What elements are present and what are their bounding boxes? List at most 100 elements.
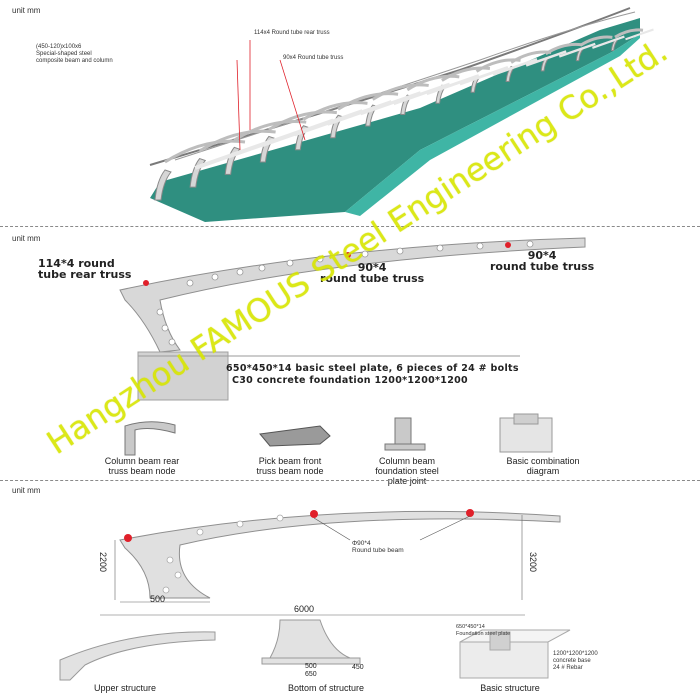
canopy-crossbar — [525, 50, 567, 67]
label-concrete-base: 1200*1200*1200 concrete base 24 # Rebar — [553, 651, 598, 672]
node-3-right — [466, 509, 474, 517]
canopy-truss — [164, 139, 246, 164]
upper-structure-icon — [59, 631, 216, 681]
label-mid-truss-line2: round tube truss — [320, 272, 425, 285]
detail-caption-2-line2: truss beam node — [256, 466, 324, 476]
detail-icon-2 — [259, 425, 331, 447]
canopy-truss — [579, 35, 613, 47]
label-basic-plate: 650*450*14 — [456, 624, 485, 630]
caption-bottom-structure: Bottom of structure — [287, 683, 365, 693]
canopy-truss — [268, 110, 338, 131]
arm-elevation — [119, 510, 561, 599]
label-concrete-line1: 1200*1200*1200 — [553, 651, 598, 657]
dim-height-left: 2200 — [98, 552, 108, 573]
label-beam-line-2: Special-shaped steel — [36, 51, 92, 57]
detail-caption-2: Pick beam front truss beam node — [240, 456, 340, 476]
label-right-truss-line1: 90*4 — [527, 249, 557, 262]
canopy-truss — [302, 101, 368, 121]
canopy-arm — [119, 237, 586, 353]
leader-line-3 — [279, 59, 306, 141]
label-right-truss: 90*4 round tube truss — [490, 250, 594, 272]
label-tube-beam-line2: Round tube beam — [352, 547, 404, 554]
detail-caption-1-line1: Column beam rear — [104, 456, 180, 466]
caption-upper-structure: Upper structure — [93, 683, 157, 693]
node-3-rear — [124, 534, 132, 542]
label-mid-truss: 90*4 round tube truss — [320, 262, 424, 284]
bottom-structure-icon — [261, 619, 361, 665]
label-concrete-line3: 24 # Rebar — [553, 665, 583, 671]
label-composite-beam: (450-120)x100x6 Special-shaped steel com… — [36, 44, 113, 65]
canopy-crossbar — [492, 57, 538, 76]
detail-caption-3-line1: Column beam — [378, 456, 436, 466]
canopy-crossbar — [592, 35, 625, 49]
unit-label-bottom: unit mm — [12, 486, 41, 495]
canopy-column — [575, 47, 584, 62]
detail-icon-4 — [499, 413, 553, 453]
dim-height-right: 3200 — [528, 552, 538, 573]
node-right — [505, 242, 511, 248]
detail-icon-3 — [384, 417, 426, 451]
tube-leader-1 — [313, 517, 351, 541]
detail-caption-1-line2: truss beam node — [108, 466, 176, 476]
canopy-truss — [544, 42, 582, 56]
foundation-block — [137, 351, 229, 401]
detail-caption-4: Basic combination diagram — [488, 456, 598, 476]
label-tube-beam: Φ90*4 Round tube beam — [352, 540, 404, 554]
arm-elevation-holes — [162, 514, 284, 594]
detail-caption-4-line2: diagram — [526, 466, 560, 476]
canopy-truss — [614, 28, 644, 39]
canopy-column — [540, 56, 550, 72]
caption-basic-structure: Basic structure — [480, 683, 540, 693]
label-round-truss: 90x4 Round tube truss — [283, 55, 344, 61]
label-foundation: C30 concrete foundation 1200*1200*1200 — [232, 375, 468, 386]
roof-panel — [150, 18, 640, 222]
label-beam-line-1: (450-120)x100x6 — [36, 44, 82, 50]
detail-caption-3-line3: plate joint — [387, 476, 427, 486]
dim-base: 500 — [150, 594, 166, 604]
detail-caption-4-line1: Basic combination — [506, 456, 580, 466]
label-mid-truss-line1: 90*4 — [357, 261, 387, 274]
unit-label-middle: unit mm — [12, 234, 41, 243]
dim-bottom-1: 500 — [305, 663, 317, 670]
dim-span: 6000 — [294, 604, 315, 614]
divider-1 — [0, 226, 700, 227]
node-rear — [143, 280, 149, 286]
canopy-crossbar — [459, 65, 509, 86]
canopy-crossbar — [558, 42, 596, 58]
label-rear-truss-2-line2: tube rear truss — [38, 268, 132, 281]
canopy-column — [154, 169, 172, 201]
label-right-truss-line2: round tube truss — [490, 260, 595, 273]
canopy-truss — [441, 66, 491, 82]
label-tube-beam-line1: Φ90*4 — [352, 540, 371, 547]
canopy-truss — [406, 74, 460, 92]
canopy-column — [610, 39, 618, 51]
roof-highlight — [345, 34, 640, 216]
detail-caption-1: Column beam rear truss beam node — [92, 456, 192, 476]
detail-caption-3-line2: foundation steel — [375, 466, 439, 476]
detail-caption-2-line1: Pick beam front — [258, 456, 322, 466]
canopy-truss — [337, 92, 399, 111]
node-mid — [345, 252, 351, 258]
label-rear-truss: 114x4 Round tube rear truss — [254, 30, 330, 36]
label-beam-line-3: composite beam and column — [36, 58, 113, 64]
label-concrete-line2: concrete base — [553, 658, 591, 664]
unit-label-top: unit mm — [12, 6, 41, 15]
label-steel-plate: 650*450*14 basic steel plate, 6 pieces o… — [226, 363, 519, 374]
rear-beam — [174, 11, 636, 161]
dim-bottom-3: 450 — [352, 664, 364, 671]
detail-caption-3: Column beam foundation steel plate joint — [362, 456, 452, 486]
dim-bottom-2: 650 — [305, 671, 317, 678]
canopy-crossbar — [625, 28, 654, 41]
divider-2 — [0, 480, 700, 481]
canopy-truss — [371, 83, 429, 101]
canopy-crossbar — [393, 82, 451, 106]
arm-holes — [156, 240, 534, 346]
basic-structure-icon — [459, 629, 571, 679]
tube-leader-2 — [419, 515, 471, 541]
leader-line-1 — [236, 59, 241, 151]
canopy-truss — [198, 129, 276, 153]
canopy-crossbar — [426, 74, 480, 96]
label-rear-truss-2: 114*4 round tube rear truss — [38, 258, 131, 280]
truss-series — [164, 28, 654, 170]
